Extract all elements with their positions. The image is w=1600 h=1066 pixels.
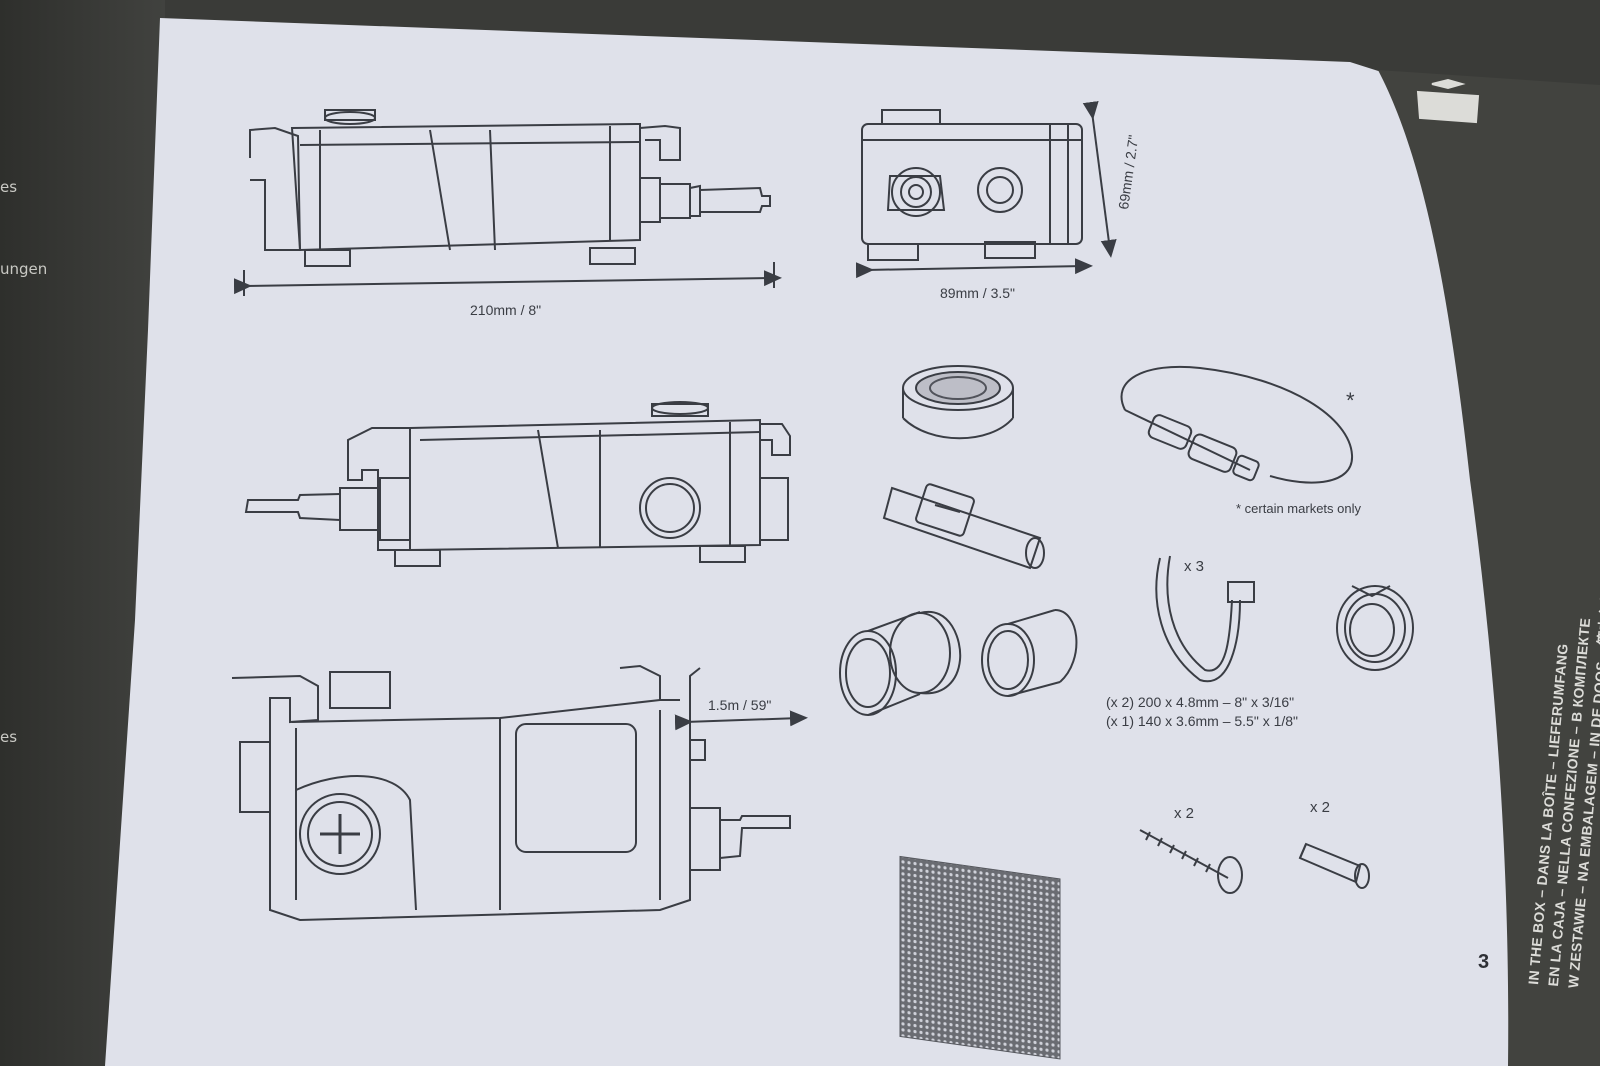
rubber-sleeve-small [981, 609, 1078, 697]
cable-tie-quantity: x 3 [1184, 558, 1204, 575]
screw-quantity: x 2 [1174, 805, 1194, 822]
cable-label: 1.5m / 59" [708, 697, 771, 713]
cable-tie-spec-2: (x 1) 140 x 3.6mm – 5.5" x 1/8" [1106, 713, 1298, 729]
screw [1139, 829, 1243, 894]
filter-mesh [899, 855, 1061, 1060]
left-page-fragment: es [0, 728, 18, 746]
length-label: 210mm / 8" [470, 302, 541, 318]
plug-quantity: x 2 [1310, 799, 1330, 816]
rubber-sleeve-large [839, 610, 962, 716]
hose-connector [882, 483, 1045, 570]
box-icon [1416, 78, 1480, 124]
pump-end-view [861, 109, 1083, 261]
page-number: 3 [1478, 951, 1489, 973]
asterisk-marker: * [1346, 388, 1355, 413]
pump-back-view [244, 401, 791, 567]
pump-side-view [249, 109, 771, 267]
markets-note: * certain markets only [1236, 501, 1361, 516]
left-page-fragment: ungen [0, 260, 48, 278]
gasket-ring [902, 365, 1014, 440]
paper-sheet [105, 18, 1600, 1066]
left-page-fragment: es [0, 178, 18, 196]
width-dimension: 89mm / 3.5" [855, 258, 1093, 301]
width-label: 89mm / 3.5" [940, 285, 1015, 301]
sensor-cable [1120, 365, 1354, 484]
cable-ties [1155, 555, 1255, 683]
length-dimension: 210mm / 8" [233, 262, 782, 318]
cable-tie-spec-1: (x 2) 200 x 4.8mm – 8" x 3/16" [1106, 694, 1294, 710]
wall-plug [1298, 842, 1370, 889]
section-strip [1378, 70, 1600, 1066]
hose-clip [1336, 585, 1414, 671]
cable-dimension: 1.5m / 59" [674, 697, 808, 731]
left-page: es ungen es [0, 0, 165, 1066]
pump-top-view [231, 664, 791, 922]
